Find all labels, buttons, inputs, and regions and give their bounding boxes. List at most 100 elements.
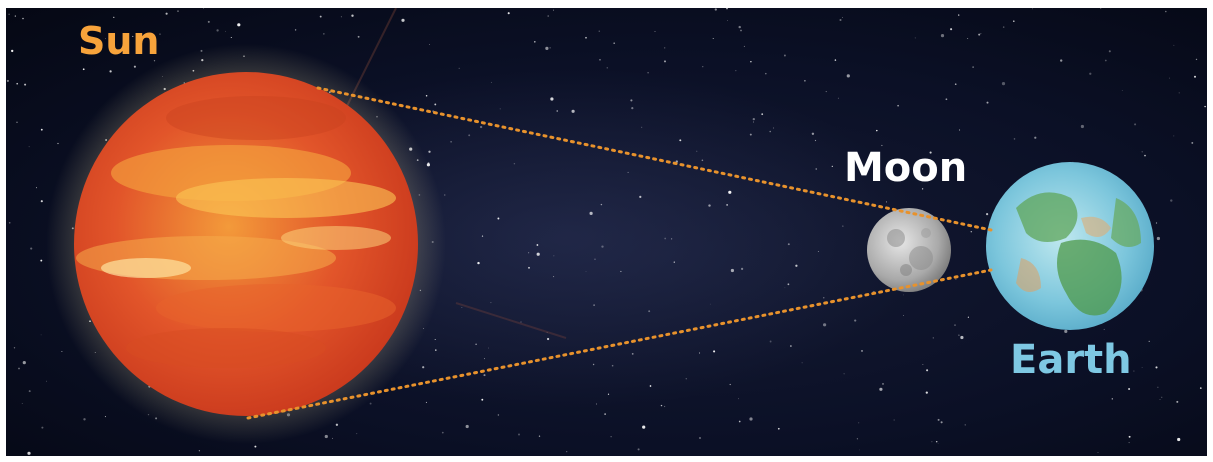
- star: [230, 36, 232, 39]
- star: [28, 146, 30, 148]
- star: [1060, 59, 1063, 62]
- star: [133, 65, 136, 68]
- star: [960, 335, 964, 340]
- star: [986, 101, 989, 104]
- star: [606, 67, 608, 69]
- star: [8, 13, 10, 16]
- star: [165, 12, 168, 15]
- star: [876, 129, 878, 132]
- star: [517, 433, 521, 436]
- star: [323, 33, 325, 35]
- star: [6, 79, 9, 82]
- star: [553, 255, 555, 257]
- star: [27, 451, 31, 455]
- star: [978, 33, 981, 36]
- star: [566, 451, 568, 453]
- star: [593, 304, 595, 306]
- star: [1165, 10, 1167, 13]
- star: [649, 385, 652, 387]
- star: [1133, 370, 1135, 372]
- star: [726, 204, 728, 206]
- star: [490, 81, 492, 83]
- star: [21, 403, 23, 405]
- star: [1176, 400, 1179, 403]
- moon-label: Moon: [844, 145, 968, 191]
- star: [1148, 340, 1150, 342]
- star: [777, 427, 780, 430]
- star: [1134, 123, 1137, 126]
- star: [967, 38, 969, 40]
- star: [319, 15, 322, 18]
- star: [604, 413, 606, 415]
- star: [434, 338, 436, 341]
- star: [664, 47, 666, 49]
- star: [507, 12, 510, 15]
- star: [13, 347, 16, 349]
- star: [735, 69, 737, 72]
- star: [967, 316, 969, 318]
- star: [254, 445, 257, 448]
- star: [22, 17, 24, 20]
- star: [970, 230, 973, 233]
- star: [730, 268, 735, 273]
- star: [1128, 387, 1131, 391]
- star: [950, 28, 953, 31]
- star: [1195, 58, 1198, 61]
- star: [1156, 236, 1160, 241]
- star: [729, 383, 731, 386]
- star: [1064, 329, 1068, 333]
- star: [216, 29, 219, 32]
- star: [631, 107, 634, 110]
- star: [520, 321, 522, 323]
- star: [1194, 75, 1196, 78]
- star: [545, 46, 549, 51]
- star: [40, 200, 43, 203]
- star: [1089, 72, 1092, 75]
- star: [600, 203, 603, 206]
- star: [468, 134, 471, 137]
- star: [728, 190, 732, 194]
- star: [356, 433, 358, 435]
- star: [929, 151, 932, 154]
- star: [207, 20, 210, 23]
- star: [701, 159, 704, 162]
- star: [738, 420, 741, 423]
- star: [1161, 396, 1163, 398]
- star: [922, 364, 924, 365]
- star: [940, 421, 943, 424]
- star: [1080, 124, 1084, 129]
- star: [1100, 8, 1102, 9]
- star: [22, 361, 26, 365]
- star: [1103, 328, 1105, 330]
- star: [709, 303, 711, 305]
- star: [528, 252, 530, 254]
- star: [858, 422, 860, 424]
- star: [534, 41, 536, 43]
- star: [450, 140, 452, 143]
- star: [499, 108, 501, 110]
- star: [842, 225, 844, 227]
- star: [8, 221, 11, 224]
- star: [654, 31, 656, 33]
- star: [601, 245, 604, 248]
- star: [237, 23, 241, 27]
- star: [46, 380, 47, 382]
- star: [986, 213, 989, 216]
- star: [637, 448, 640, 451]
- star: [1204, 105, 1206, 108]
- star: [698, 436, 702, 440]
- star: [40, 128, 43, 131]
- star: [553, 276, 555, 278]
- star: [465, 424, 469, 429]
- star: [1097, 452, 1099, 453]
- sun-ray: [455, 302, 567, 339]
- star: [585, 271, 587, 272]
- star: [673, 261, 675, 263]
- star: [40, 259, 43, 262]
- star: [882, 383, 884, 385]
- star: [769, 340, 772, 343]
- star: [585, 36, 587, 39]
- star: [642, 425, 646, 429]
- star: [444, 194, 446, 196]
- star: [18, 367, 20, 370]
